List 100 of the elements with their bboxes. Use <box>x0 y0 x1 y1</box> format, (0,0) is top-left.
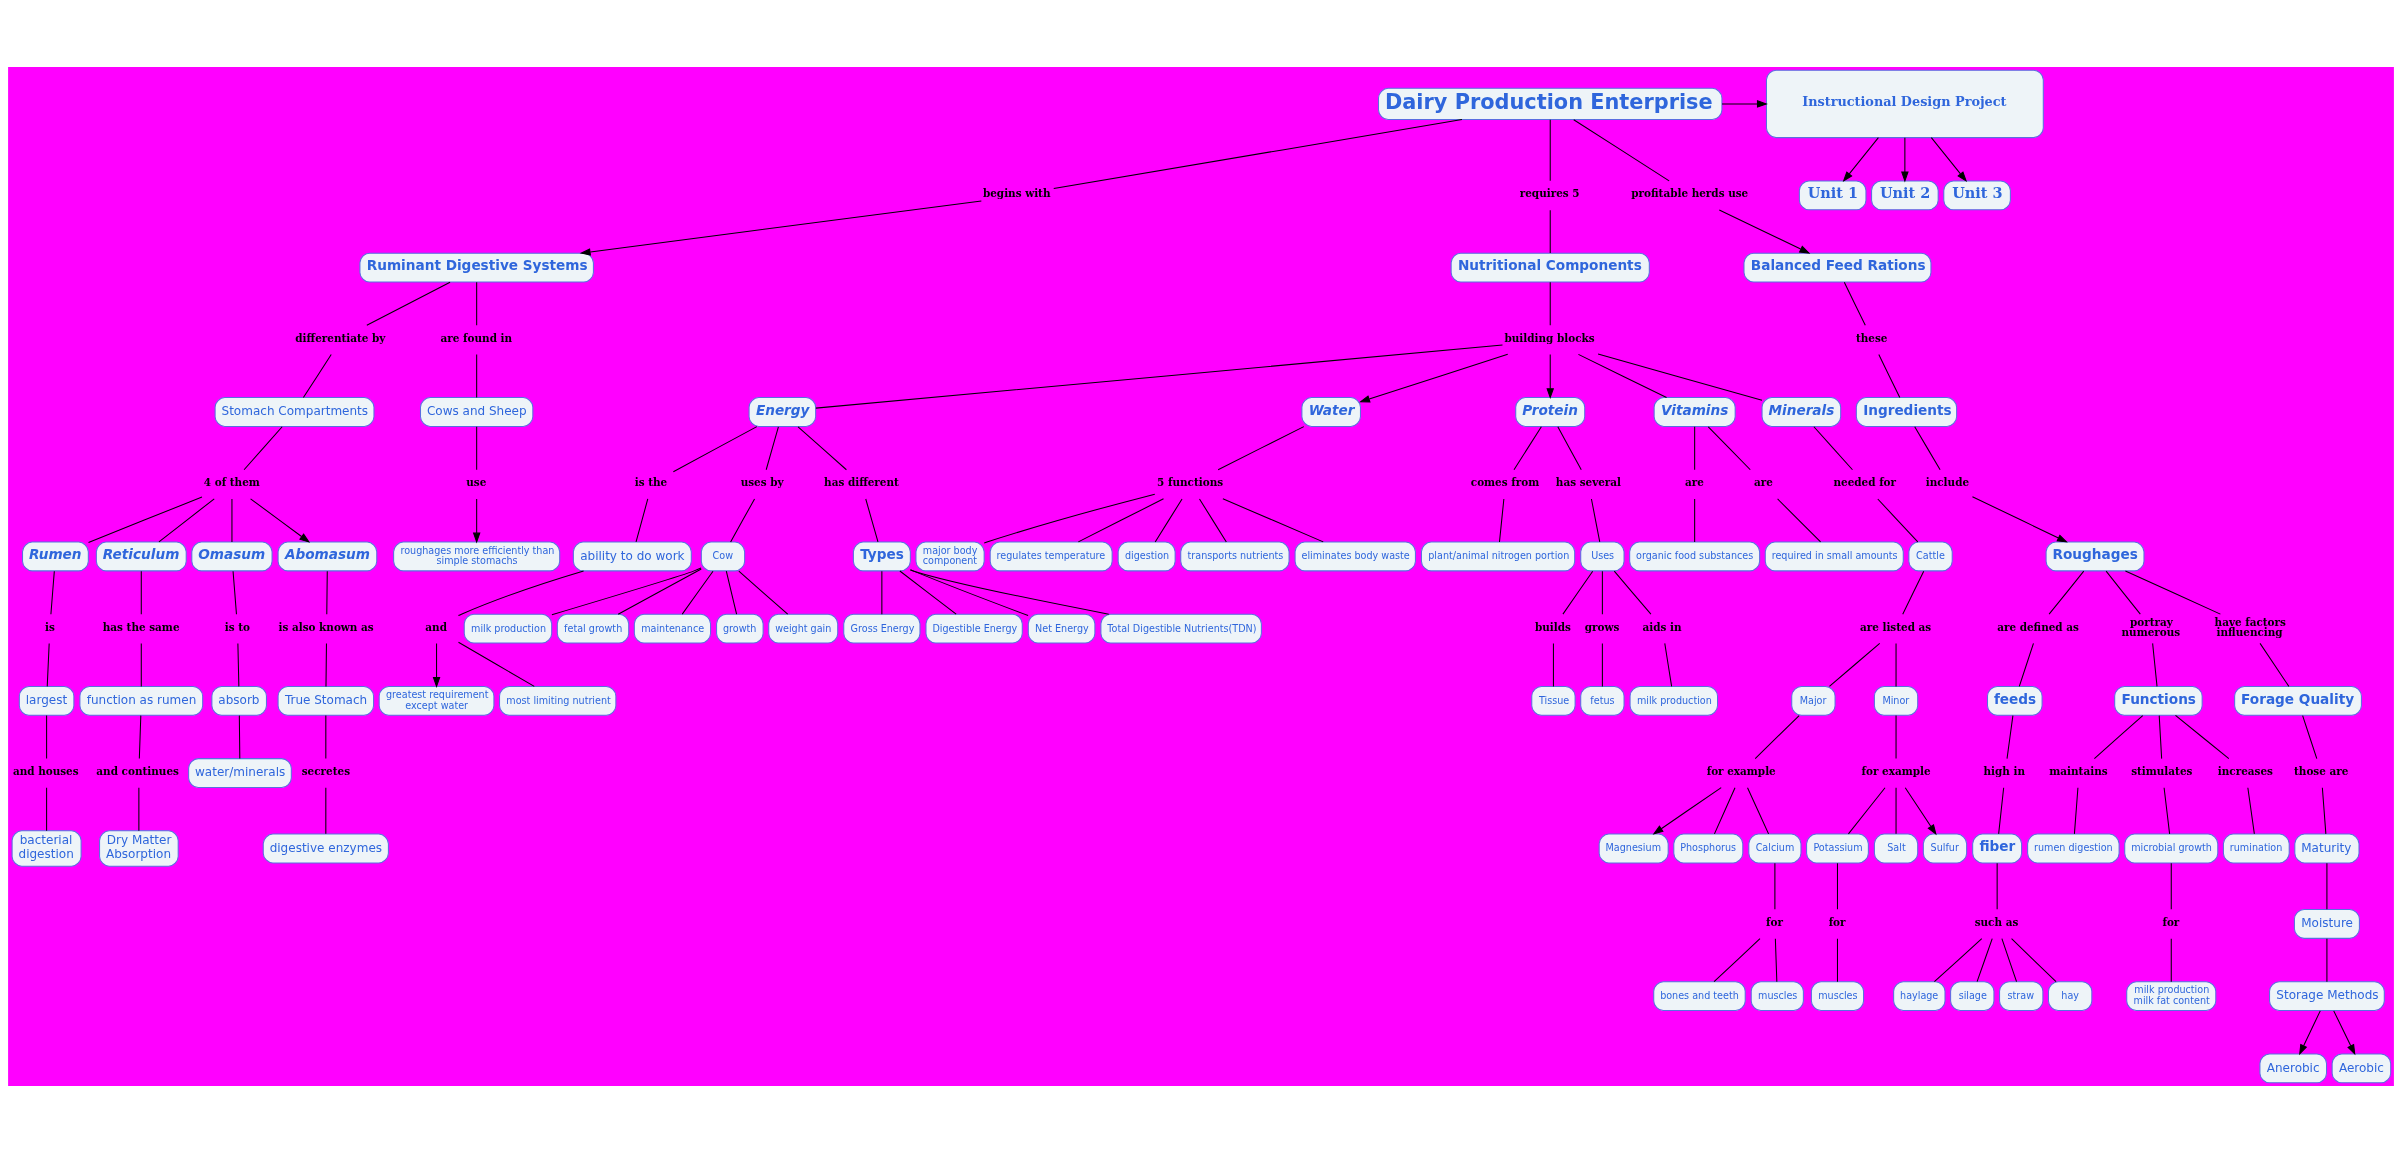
node-box: Net Energy <box>1027 613 1096 644</box>
node-box: Major <box>1791 685 1836 716</box>
node-box: plant/animal nitrogen portion <box>1420 541 1576 571</box>
node-text: for <box>1766 915 1783 928</box>
connector <box>1577 353 1668 398</box>
node-text: are <box>1754 475 1773 488</box>
node-box: Anerobic <box>2259 1052 2328 1083</box>
connector <box>1747 786 1770 834</box>
connector <box>457 641 535 687</box>
connector <box>1597 353 1763 401</box>
node-box: Calcium <box>1748 833 1802 863</box>
connector <box>1198 497 1227 542</box>
node-text: for example <box>1861 764 1931 777</box>
connector <box>909 568 1029 616</box>
node-box: greatest requirement except water <box>378 685 495 716</box>
connector <box>138 714 142 759</box>
connector <box>617 568 702 615</box>
node-box: hay <box>2048 980 2093 1011</box>
connector <box>1996 862 1998 910</box>
node-box: Instructional Design Project <box>1765 69 2044 138</box>
node-text: portray numerous <box>2121 615 2181 638</box>
connector <box>1843 281 1866 326</box>
node-box: Ingredients <box>1855 396 1958 427</box>
connector <box>899 570 957 615</box>
node-box: digestion <box>1117 541 1176 571</box>
node-box: Types <box>852 541 911 571</box>
arrow <box>579 199 982 256</box>
node-box: Dry Matter Absorption <box>99 829 179 867</box>
node-box: maintenance <box>633 613 712 644</box>
node-text: increases <box>2217 764 2273 777</box>
connector <box>2152 642 2158 687</box>
connector <box>765 425 779 470</box>
node-text: such as <box>1974 915 2019 928</box>
node-box: Tissue <box>1531 685 1576 716</box>
node-box: Total Digestible Nutrients(TDN) <box>1100 613 1262 644</box>
node-box: Storage Methods <box>2269 980 2385 1011</box>
connector <box>2163 786 2171 834</box>
node-text: is to <box>224 620 250 633</box>
node-box: Protein <box>1515 396 1586 427</box>
connector <box>1549 209 1551 254</box>
node-box: feeds <box>1987 685 2043 716</box>
node-box: fetus <box>1580 685 1625 716</box>
connector <box>1836 862 1838 910</box>
node-text: building blocks <box>1504 331 1595 344</box>
arrow <box>1842 136 1879 182</box>
node-text: and continues <box>96 764 179 777</box>
node-box: growth <box>716 613 764 644</box>
node-box: digestive enzymes <box>262 833 389 863</box>
connector <box>1774 937 1778 982</box>
node-text: and <box>425 620 447 633</box>
connector <box>232 570 237 615</box>
node-text: include <box>1925 475 1970 488</box>
node-text: grows <box>1584 620 1620 633</box>
node-box: Maturity <box>2294 833 2360 863</box>
node-box: Cow <box>700 541 746 571</box>
connector <box>797 425 847 470</box>
arrow <box>2333 1009 2356 1055</box>
node-box: silage <box>1950 980 1995 1011</box>
connector <box>2006 714 2014 759</box>
connector <box>366 281 451 326</box>
node-box: Potassium <box>1806 833 1869 863</box>
node-box: fetal growth <box>556 613 630 644</box>
connector <box>1713 937 1761 982</box>
arrow <box>1901 136 1909 182</box>
node-text: have factors influencing <box>2214 615 2286 638</box>
node-box: required in small amounts <box>1764 541 1904 571</box>
connector <box>983 493 1156 543</box>
connector <box>1707 425 1751 470</box>
connector <box>1933 937 1983 982</box>
node-box: ability to do work <box>572 541 692 571</box>
connector <box>1562 570 1594 615</box>
connector <box>1902 570 1925 615</box>
connector <box>140 570 142 615</box>
arrow <box>472 497 481 544</box>
node-text: is the <box>634 475 668 488</box>
node-box: bacterial digestion <box>11 829 82 867</box>
connector <box>2105 570 2141 615</box>
node-box: eliminates body waste <box>1294 541 1416 571</box>
arrow <box>1930 136 1968 182</box>
node-text: has the same <box>102 620 180 633</box>
node-box: Uses <box>1580 541 1625 571</box>
node-box: microbial growth <box>2124 833 2219 863</box>
connector <box>1590 497 1601 542</box>
node-box: Water <box>1301 396 1361 427</box>
connector <box>1498 497 1505 542</box>
connector <box>1601 570 1603 615</box>
connector <box>476 425 478 470</box>
node-box: Balanced Feed Rations <box>1743 252 1932 283</box>
node-box: Abomasum <box>277 541 378 571</box>
connector <box>237 642 240 687</box>
connector <box>730 497 756 542</box>
node-text: begins with <box>982 186 1051 199</box>
node-box: Unit 1 <box>1798 179 1867 210</box>
node-box: Energy <box>748 396 817 427</box>
connector <box>909 568 1110 615</box>
connector <box>2174 714 2230 759</box>
arrow <box>1721 99 1768 108</box>
connector <box>2170 862 2172 910</box>
connector <box>325 786 327 834</box>
node-box: Aerobic <box>2331 1052 2392 1083</box>
